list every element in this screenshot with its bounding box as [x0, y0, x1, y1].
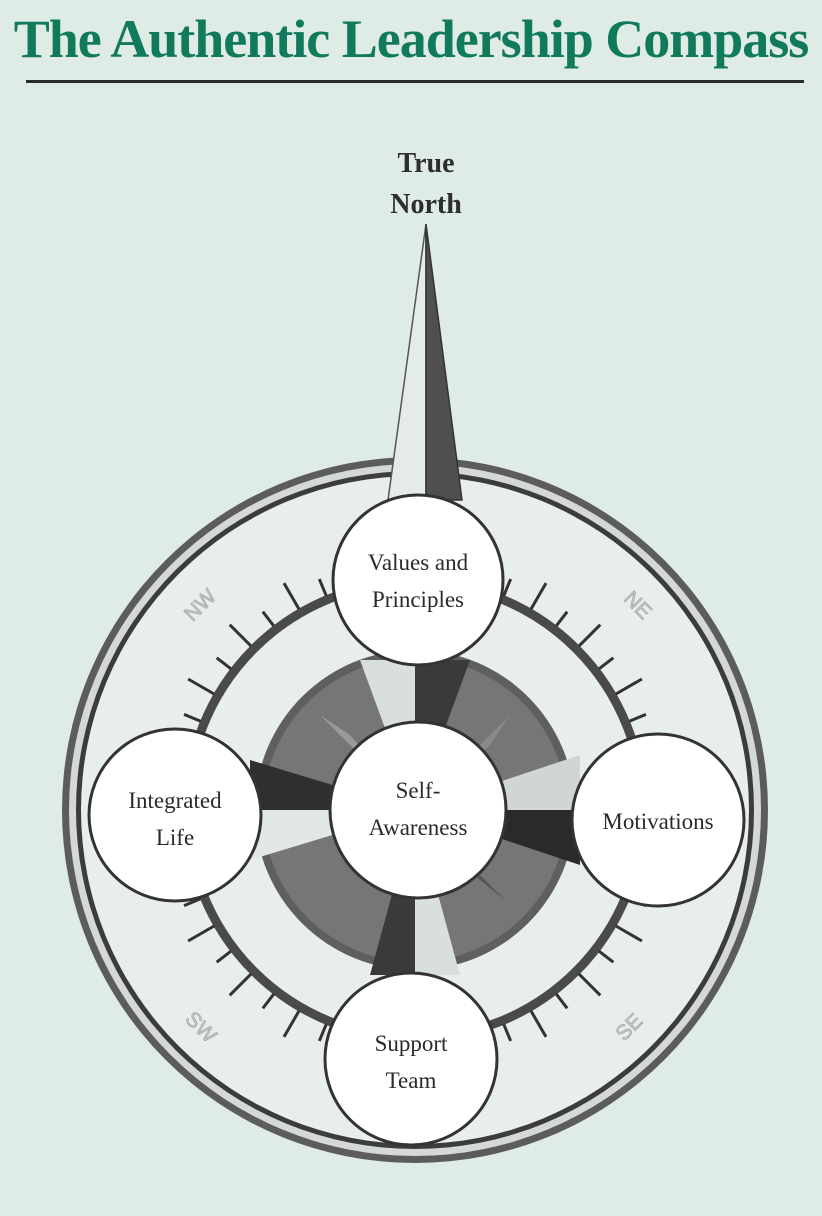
tick-mark — [628, 712, 647, 723]
north-needle-light-side — [387, 223, 427, 501]
tick-mark — [577, 623, 602, 648]
tick-mark — [261, 993, 275, 1010]
title-divider — [26, 80, 804, 83]
page-title: The Authentic Leadership Compass — [13, 9, 810, 69]
tick-mark — [183, 897, 202, 908]
north-needle-dark-side — [425, 223, 463, 501]
tick-mark — [615, 924, 643, 943]
tick-mark — [555, 993, 569, 1010]
node-left-line1: Integrated — [128, 788, 222, 813]
node-left-line2: Life — [156, 825, 194, 850]
tick-mark — [502, 1023, 513, 1042]
node-bottom-line1: Support — [375, 1031, 448, 1056]
tick-mark — [598, 950, 615, 964]
node-motivations: Motivations — [570, 732, 746, 908]
tick-mark — [317, 1023, 328, 1042]
node-right-line1: Motivations — [602, 809, 713, 834]
node-top-line2: Principles — [372, 587, 464, 612]
tick-mark — [529, 1010, 548, 1038]
node-top-line1: Values and — [368, 550, 469, 575]
node-center-line2: Awareness — [369, 815, 468, 840]
tick-mark — [555, 610, 569, 627]
tick-mark — [215, 950, 232, 964]
node-bottom-line2: Team — [386, 1068, 437, 1093]
tick-mark — [261, 610, 275, 627]
tick-mark — [228, 623, 253, 648]
tick-mark — [598, 656, 615, 670]
tick-mark — [183, 712, 202, 723]
tick-mark — [615, 677, 643, 696]
tick-mark — [282, 1010, 301, 1038]
tick-mark — [502, 578, 513, 597]
tick-mark — [187, 677, 215, 696]
node-support-team: Support Team — [323, 971, 499, 1147]
true-north-label-line1: True — [397, 148, 454, 179]
node-center-line1: Self- — [396, 778, 441, 803]
tick-mark — [577, 972, 602, 997]
node-integrated-life: Integrated Life — [87, 727, 263, 903]
tick-mark — [317, 578, 328, 597]
node-values-and-principles: Values and Principles — [331, 493, 505, 667]
tick-mark — [529, 582, 548, 610]
tick-mark — [215, 656, 232, 670]
tick-mark — [187, 924, 215, 943]
true-north-label-line2: North — [390, 189, 462, 220]
node-self-awareness: Self- Awareness — [328, 720, 508, 900]
tick-marks — [183, 578, 647, 1042]
tick-mark — [282, 582, 301, 610]
tick-mark — [228, 972, 253, 997]
